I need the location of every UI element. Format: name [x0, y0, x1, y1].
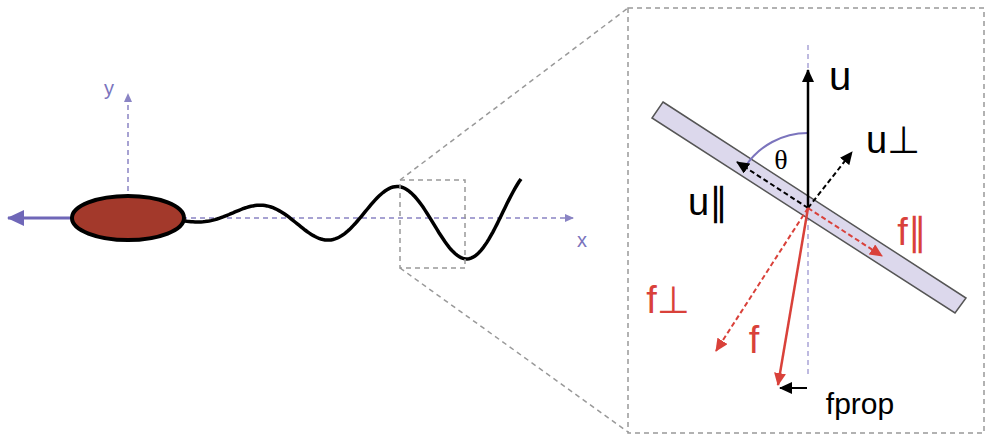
- vector-label: u∥: [688, 183, 728, 221]
- flagellum: [185, 179, 521, 259]
- axis-label: y: [104, 78, 114, 98]
- force-label: f∥: [897, 213, 927, 251]
- force-label: f⊥: [646, 281, 690, 319]
- inset-frame: [628, 8, 984, 433]
- velocity-par-arrow: [737, 162, 808, 208]
- angle-label: θ: [774, 146, 787, 174]
- propulsive-force-arrow: [780, 387, 807, 389]
- cell-head: [72, 196, 184, 240]
- force-perp-arrow: [716, 208, 808, 351]
- zoom-leader: [400, 8, 628, 180]
- axis-label: x: [577, 230, 587, 250]
- zoom-region: [400, 180, 465, 268]
- velocity-perp-arrow: [808, 152, 852, 208]
- force-label: f: [749, 321, 760, 359]
- vector-label: u⊥: [866, 121, 920, 159]
- force-label: fprop: [826, 389, 894, 419]
- zoom-leader: [400, 268, 628, 432]
- velocity-arrow: [807, 70, 810, 208]
- vector-label: u: [829, 56, 851, 96]
- x-axis: [128, 217, 573, 219]
- force-arrow: [778, 208, 808, 385]
- swim-direction-arrow: [8, 217, 75, 220]
- force-par-arrow: [808, 208, 882, 256]
